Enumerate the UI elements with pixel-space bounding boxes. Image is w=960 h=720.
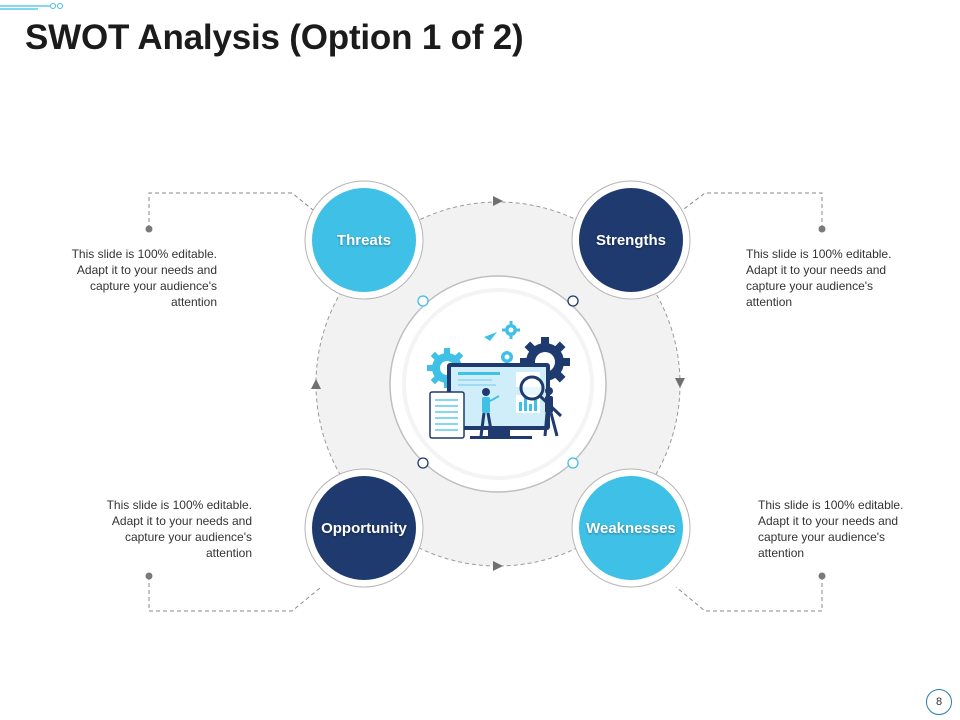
connector-dot-threats bbox=[417, 295, 429, 307]
leader-dot-opportunity bbox=[145, 572, 153, 580]
arrow-left-icon bbox=[311, 379, 321, 389]
connector-dot-opportunity bbox=[417, 457, 429, 469]
leader-weaknesses bbox=[675, 576, 823, 612]
leader-dot-threats bbox=[145, 225, 153, 233]
strengths-label: Strengths bbox=[595, 231, 666, 249]
threats-description: This slide is 100% editable. Adapt it to… bbox=[71, 247, 217, 309]
opportunity-label: Opportunity bbox=[321, 519, 407, 537]
weaknesses-label: Weaknesses bbox=[586, 519, 676, 537]
arrow-right-icon bbox=[675, 378, 685, 388]
threats-circle bbox=[304, 180, 424, 300]
header-decoration bbox=[0, 3, 63, 10]
connector-dot-strengths bbox=[567, 295, 579, 307]
leader-dot-weaknesses bbox=[818, 572, 826, 580]
arrow-top-icon bbox=[493, 196, 503, 206]
threats-label: Threats bbox=[336, 231, 392, 249]
weaknesses-circle bbox=[571, 468, 691, 588]
weaknesses-description: This slide is 100% editable. Adapt it to… bbox=[758, 498, 904, 560]
strengths-circle bbox=[571, 180, 691, 300]
leader-dot-strengths bbox=[818, 225, 826, 233]
connector-dot-weaknesses bbox=[567, 457, 579, 469]
opportunity-circle bbox=[304, 468, 424, 588]
page-title: SWOT Analysis (Option 1 of 2) bbox=[25, 18, 524, 57]
analytics-monitor-gears-icon bbox=[427, 321, 570, 439]
opportunity-description: This slide is 100% editable. Adapt it to… bbox=[106, 498, 252, 560]
leader-opportunity bbox=[148, 576, 321, 612]
leader-threats bbox=[148, 192, 319, 229]
arrow-bottom-icon bbox=[493, 561, 503, 571]
leader-strengths bbox=[675, 192, 823, 229]
page-number-badge: 8 bbox=[926, 689, 952, 715]
strengths-description: This slide is 100% editable. Adapt it to… bbox=[746, 247, 892, 309]
